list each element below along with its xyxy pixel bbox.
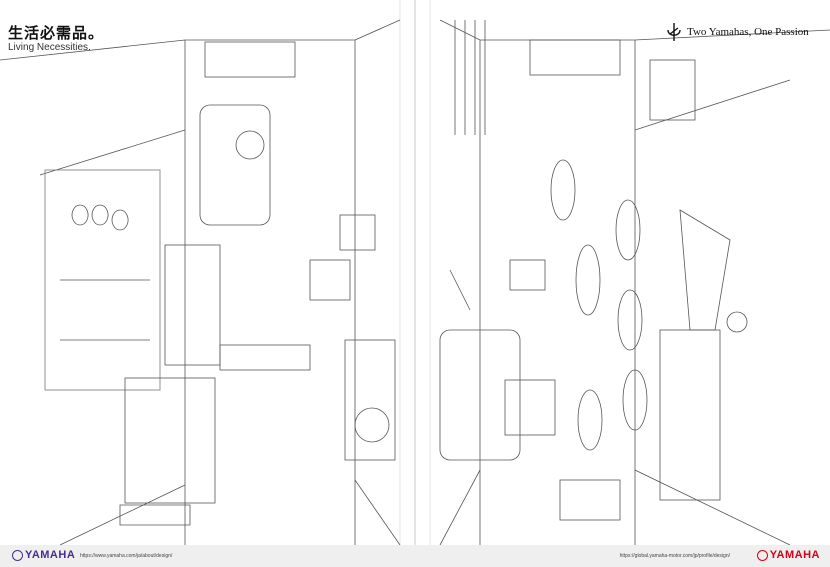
logo-text: YAMAHA bbox=[769, 549, 820, 561]
music-room-drawing bbox=[0, 19, 401, 545]
yamaha-motor-design-link[interactable]: https://global.yamaha-motor.com/jp/profi… bbox=[619, 553, 730, 559]
yamaha-motor-logo[interactable]: YAMAHA bbox=[756, 549, 820, 561]
yamaha-design-link[interactable]: https://www.yamaha.com/ja/about/design/ bbox=[80, 553, 173, 559]
bicycle-room-drawing bbox=[439, 19, 830, 545]
tuning-fork-emblem-icon bbox=[667, 23, 681, 41]
room-illustrations bbox=[0, 0, 830, 545]
title-english: Living Necessities. bbox=[8, 42, 91, 53]
footer-bar: YAMAHA https://www.yamaha.com/ja/about/d… bbox=[0, 545, 830, 567]
tuning-fork-logo-icon bbox=[756, 549, 768, 561]
tuning-fork-logo-icon bbox=[12, 549, 23, 561]
poster: 生活必需品。 Living Necessities. Two Yamahas, … bbox=[0, 0, 830, 545]
logo-text: YAMAHA bbox=[25, 549, 76, 561]
slogan-text: Two Yamahas, One Passion bbox=[687, 26, 809, 38]
title-japanese: 生活必需品。 bbox=[8, 25, 105, 42]
slogan: Two Yamahas, One Passion bbox=[665, 22, 809, 42]
yamaha-corporation-logo[interactable]: YAMAHA bbox=[12, 549, 75, 561]
